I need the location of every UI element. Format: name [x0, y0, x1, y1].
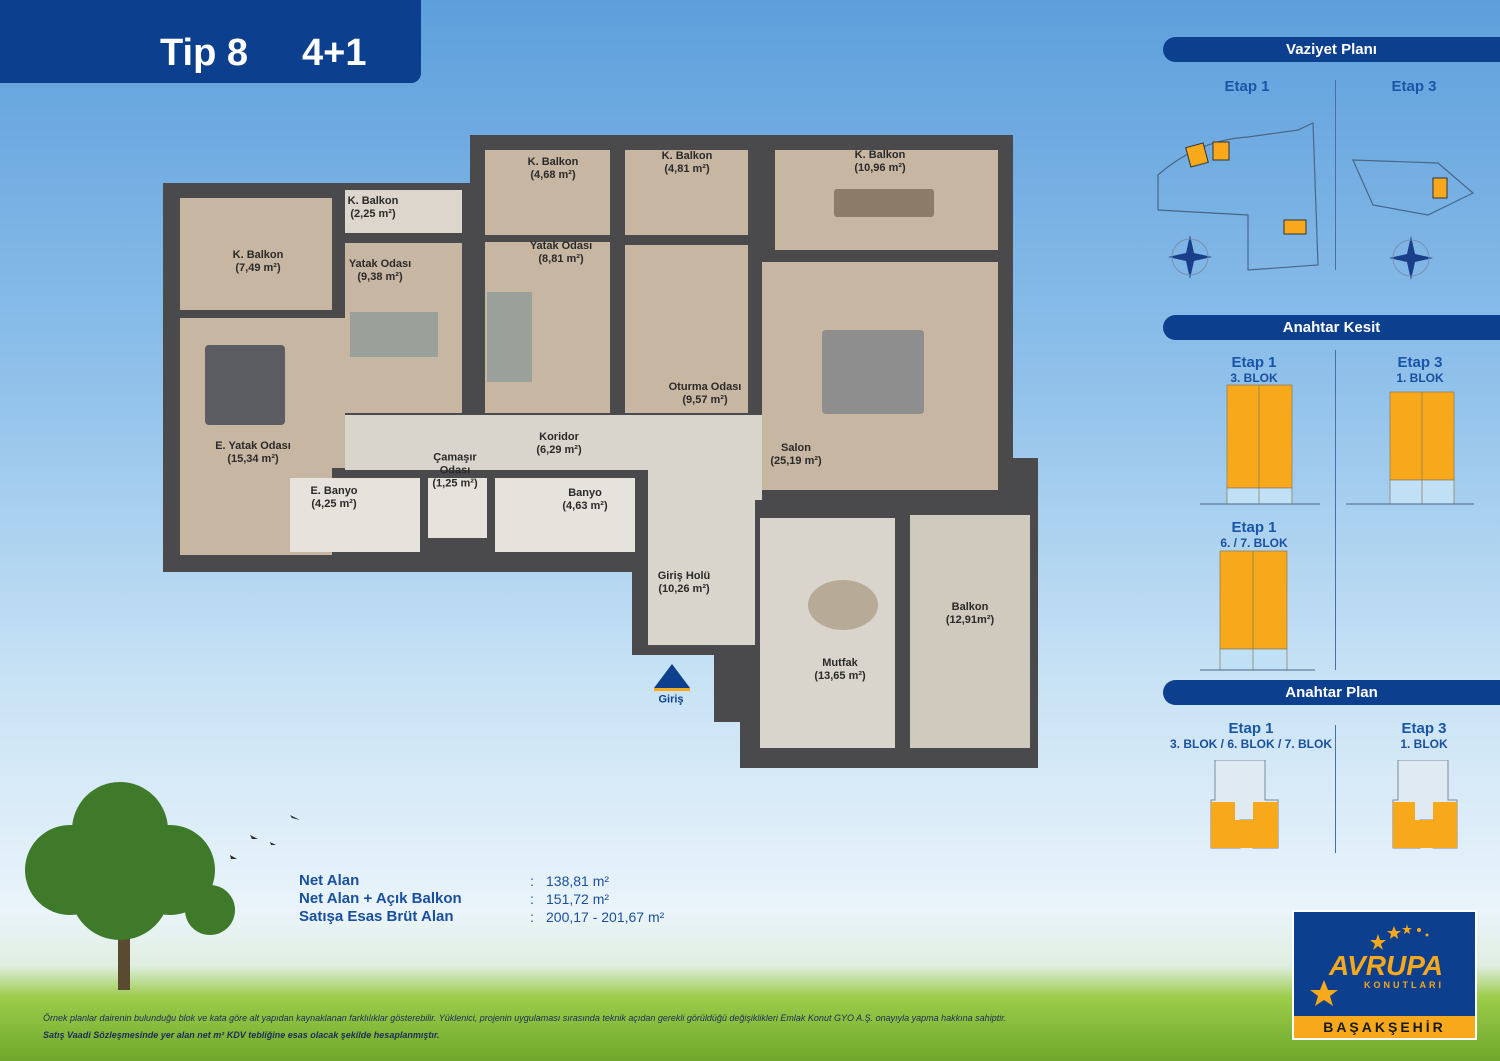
title-bar: Tip 8 4+1	[0, 0, 421, 83]
key-section-diagrams	[1200, 384, 1474, 671]
bed-master	[205, 345, 285, 425]
rug	[822, 330, 924, 414]
plan-type: Tip 8	[160, 32, 248, 74]
separator: :	[530, 873, 534, 889]
area-value: 200,17 - 201,67 m²	[546, 909, 665, 925]
separator: :	[530, 909, 534, 925]
key-plan-diagrams	[1210, 760, 1458, 849]
room-en-suite-bath	[290, 478, 420, 552]
dining-table	[834, 189, 934, 217]
room-corridor-ext	[755, 415, 762, 500]
room-corridor	[345, 415, 755, 470]
room-label: Salon(25,19 m²)	[770, 442, 822, 467]
area-label: Net Alan + Açık Balkon	[299, 890, 462, 907]
room-balcony	[910, 515, 1030, 748]
area-value: 151,72 m²	[546, 891, 610, 907]
birds-icon	[230, 815, 300, 859]
area-label: Net Alan	[299, 872, 360, 889]
entrance-label: Giriş	[658, 693, 684, 706]
disclaimer-note: Örnek planlar dairenin bulunduğu blok ve…	[43, 1013, 1007, 1023]
divider	[1335, 350, 1336, 670]
room-label: Giriş Holü(10,26 m²)	[657, 570, 711, 595]
room-label: K. Balkon(2,25 m²)	[347, 195, 399, 220]
room-label: Yatak Odası(9,38 m²)	[348, 258, 412, 283]
room-label: Oturma Odası(9,57 m²)	[668, 381, 742, 406]
entrance-arrow-icon	[654, 664, 690, 691]
key-plan-header: Anahtar Plan	[1163, 680, 1500, 705]
separator: :	[530, 891, 534, 907]
site-plan-etap1: Etap 1	[1224, 78, 1270, 95]
room-laundry	[428, 478, 487, 538]
area-label: Satışa Esas Brüt Alan	[299, 908, 454, 925]
tree-illustration	[25, 782, 300, 990]
room-label: Çamaşır Odası(1,25 m²)	[432, 451, 478, 490]
logo-stars-icon	[1310, 924, 1429, 1006]
room-label: K. Balkon(10,96 m²)	[854, 149, 906, 174]
site-plan-etap3: Etap 3	[1391, 78, 1437, 95]
room-kitchen	[760, 518, 895, 748]
room-bath	[495, 478, 635, 552]
room-living	[625, 245, 748, 413]
room-label: K. Balkon(4,68 m²)	[527, 156, 579, 181]
room-k-balkon-2	[345, 190, 462, 233]
room-label: K. Balkon(7,49 m²)	[232, 249, 284, 274]
kitchen-table	[808, 580, 878, 630]
bed-2	[487, 292, 532, 382]
room-count: 4+1	[302, 32, 367, 74]
room-master-bedroom-ext	[332, 318, 345, 468]
site-plan-map	[1157, 122, 1475, 280]
room-entry-hall	[648, 470, 755, 645]
room-label: E. Yatak Odası(15,34 m²)	[215, 440, 291, 465]
room-label: Balkon(12,91m²)	[945, 601, 995, 626]
logo-brand: AVRUPA	[1328, 950, 1444, 981]
logo-location: BAŞAKŞEHİR	[1294, 1016, 1475, 1038]
logo-sub: KONUTLARI	[1364, 980, 1444, 990]
room-k-balkon-3	[485, 150, 610, 235]
area-value: 138,81 m²	[546, 873, 610, 889]
room-label: K. Balkon(4,81 m²)	[661, 150, 713, 175]
divider	[1335, 725, 1336, 853]
brand-logo: AVRUPA KONUTLARI BAŞAKŞEHİR	[1292, 910, 1477, 1040]
room-label: Mutfak(13,65 m²)	[814, 657, 866, 682]
room-label: Banyo(4,63 m²)	[562, 487, 608, 512]
room-label: E. Banyo(4,25 m²)	[310, 485, 358, 510]
room-label: Yatak Odası(8,81 m²)	[529, 240, 593, 265]
room-k-balkon-4	[625, 150, 748, 235]
room-k-balkon-1	[180, 198, 332, 310]
key-section-header: Anahtar Kesit	[1163, 315, 1500, 340]
bed-1	[350, 312, 438, 357]
room-label: Koridor(6,29 m²)	[536, 431, 582, 456]
divider	[1335, 80, 1336, 270]
site-plan-header: Vaziyet Planı	[1163, 37, 1500, 62]
disclaimer-note: Satış Vaadi Sözleşmesinde yer alan net m…	[43, 1030, 440, 1040]
